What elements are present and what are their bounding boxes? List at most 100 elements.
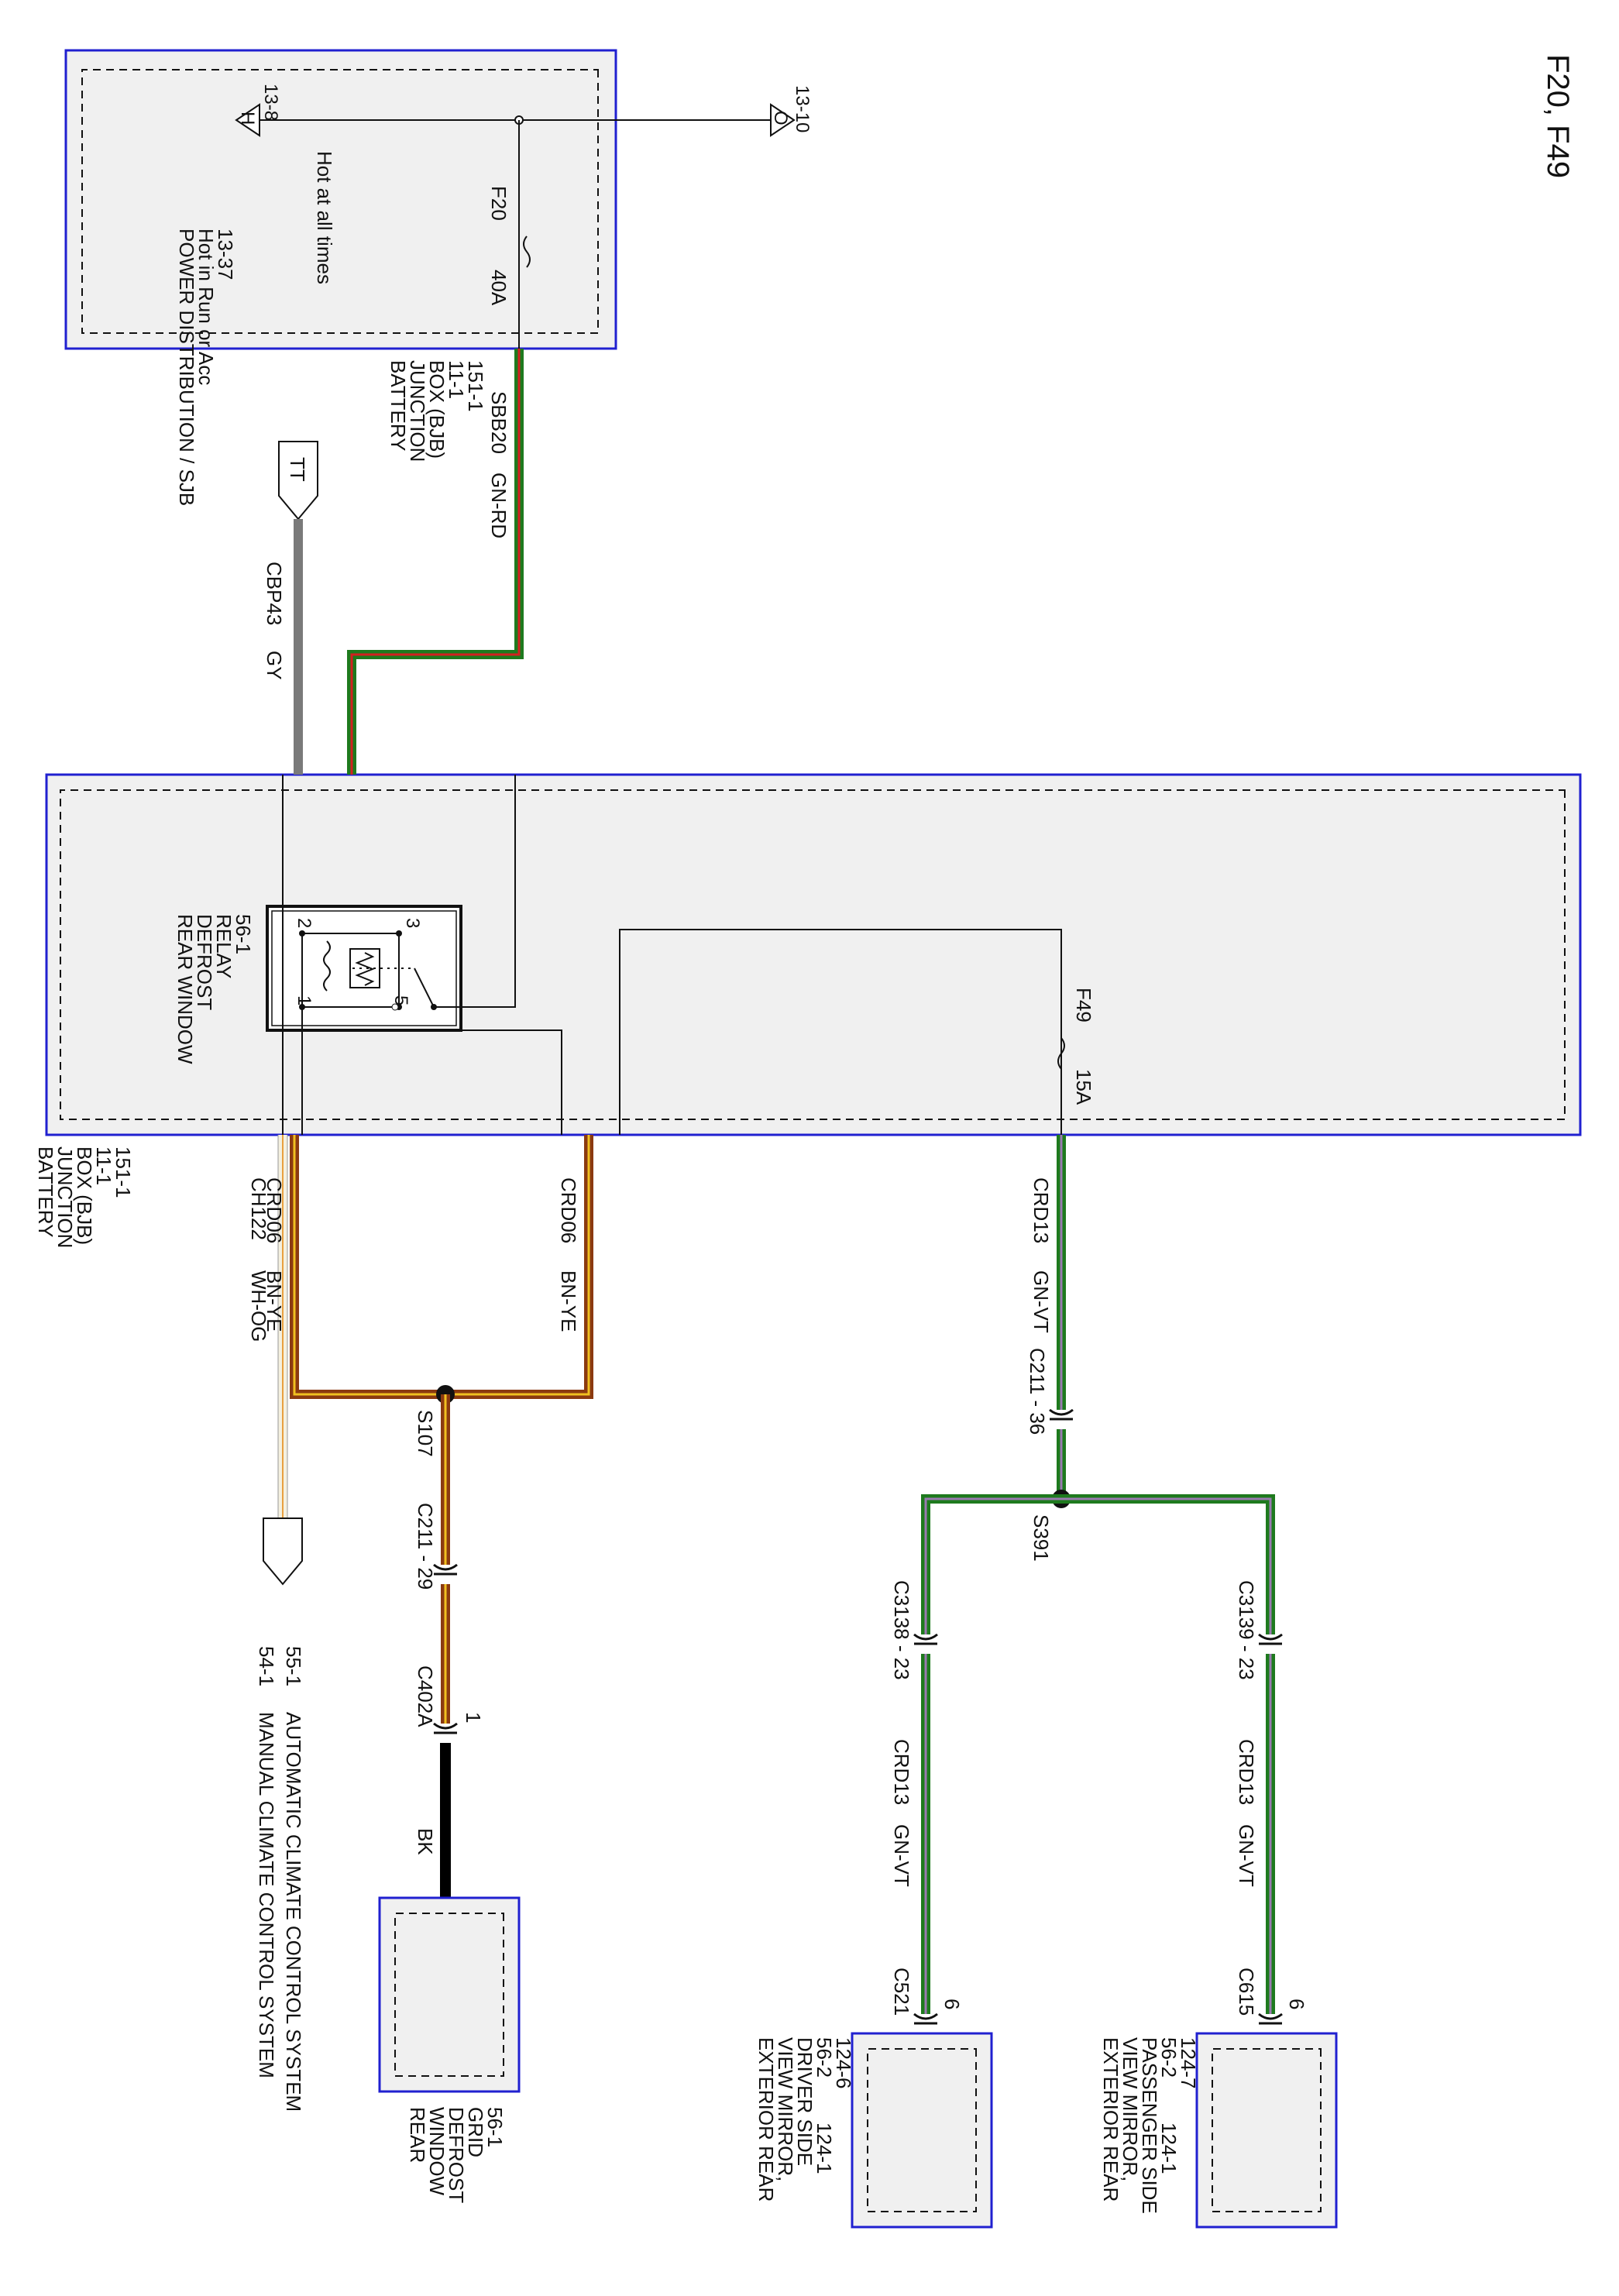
wire-crd06-a-color: BN-YE	[557, 1270, 580, 1332]
wire-sbb20-color: GN-RD	[487, 473, 510, 538]
svg-text:13-37: 13-37	[214, 229, 237, 280]
wire-crd13-driver-circuit: CRD13	[890, 1739, 913, 1805]
svg-text:56-2: 56-2	[1157, 2037, 1181, 2078]
conn-o-ref: 13-10	[792, 85, 813, 132]
svg-text:124-6: 124-6	[832, 2037, 855, 2089]
connector-c3139: C3139 - 23	[1235, 1580, 1258, 1680]
svg-text:REAR WINDOW: REAR WINDOW	[174, 914, 197, 1064]
exterior-mirror-passenger	[1195, 2032, 1338, 2229]
relay-pin-3: 3	[402, 918, 423, 928]
wire-crd06-b-circuit: CRD06	[263, 1177, 286, 1243]
svg-text:151-1: 151-1	[112, 1146, 135, 1198]
bjb-top-box: H 13-8 O 13-10 F20 40A Hot at all times	[64, 49, 813, 350]
connector-c211-29: C211 - 29	[414, 1503, 437, 1590]
climate-ref-b: 55-1	[282, 1646, 305, 1686]
wire-bk-color: BK	[414, 1828, 437, 1855]
svg-text:DEFROST: DEFROST	[445, 2107, 468, 2203]
relay-coil-icon	[323, 940, 331, 992]
rear-window-defrost-grid	[378, 1896, 521, 2093]
svg-text:JUNCTION: JUNCTION	[53, 1146, 77, 1248]
connector-c615-pin: 6	[1285, 1999, 1308, 2009]
fuse-f49-name: F49	[1072, 988, 1095, 1023]
fuse-f20-icon	[523, 235, 531, 268]
connector-c3138: C3138 - 23	[890, 1580, 913, 1680]
svg-text:124-1: 124-1	[813, 2122, 836, 2174]
svg-text:124-7: 124-7	[1177, 2037, 1200, 2089]
conn-h-letter: H	[237, 112, 258, 125]
connector-c615: C615	[1235, 1968, 1258, 2016]
relay-label: REAR WINDOW DEFROST RELAY 56-1	[174, 914, 255, 1064]
bjb-main-label: BATTERY JUNCTION BOX (BJB) 11-1 151-1	[34, 1146, 135, 1248]
power-distribution-label: POWER DISTRIBUTION / SJB Hot in Run or A…	[175, 229, 237, 506]
svg-text:JUNCTION: JUNCTION	[406, 360, 429, 462]
connector-c3138-icon	[913, 1633, 938, 1645]
connector-c211-36-icon	[1049, 1408, 1074, 1421]
svg-text:EXTERIOR REAR: EXTERIOR REAR	[755, 2037, 778, 2201]
hot-at-all-times: Hot at all times	[313, 151, 336, 284]
svg-text:VIEW MIRROR,: VIEW MIRROR,	[1119, 2037, 1142, 2181]
relay-pin-2: 2	[294, 918, 315, 928]
svg-text:11-1: 11-1	[445, 360, 468, 399]
svg-text:BATTERY: BATTERY	[34, 1146, 57, 1238]
svg-text:BOX (BJB): BOX (BJB)	[425, 360, 449, 459]
climate-text-b: AUTOMATIC CLIMATE CONTROL SYSTEM	[282, 1712, 305, 2112]
wire-crd06	[290, 1135, 593, 1399]
connector-c3139-icon	[1258, 1633, 1283, 1645]
wire-crd06-a-circuit: CRD06	[557, 1177, 580, 1243]
wire-ch122-circuit: CH122	[247, 1177, 270, 1240]
splice-s107: S107	[414, 1410, 437, 1457]
grid-label: REAR WINDOW DEFROST GRID 56-1	[406, 2107, 507, 2203]
rear-window-defrost-relay: 3 2 1 5	[266, 905, 462, 1032]
connector-c211-29-icon	[433, 1563, 458, 1576]
svg-text:DRIVER SIDE: DRIVER SIDE	[793, 2037, 816, 2166]
splice-s391: S391	[1029, 1514, 1053, 1562]
connector-c521-pin: 6	[940, 1999, 964, 2009]
fuse-f20-name: F20	[487, 186, 510, 221]
wire-crd13-driver-color: GN-VT	[890, 1824, 913, 1887]
connector-tt-letters: TT	[286, 457, 309, 482]
wire-crd13-pass-circuit: CRD13	[1235, 1739, 1258, 1805]
exterior-mirror-driver	[851, 2032, 993, 2229]
fuse-f49-rating: 15A	[1072, 1069, 1095, 1105]
svg-text:BATTERY: BATTERY	[387, 360, 410, 452]
wire-cbp43-circuit: CBP43	[263, 562, 286, 625]
svg-text:BOX (BJB): BOX (BJB)	[73, 1146, 96, 1245]
relay-pin-5: 5	[390, 995, 411, 1005]
svg-text:11-1: 11-1	[92, 1146, 115, 1185]
svg-text:REAR: REAR	[406, 2107, 429, 2163]
mirror-passenger-label: EXTERIOR REAR VIEW MIRROR, PASSENGER SID…	[1099, 2037, 1200, 2214]
svg-text:POWER DISTRIBUTION / SJB: POWER DISTRIBUTION / SJB	[175, 229, 198, 506]
connector-c211-36: C211 - 36	[1026, 1348, 1049, 1435]
svg-text:151-1: 151-1	[464, 360, 487, 412]
connector-tt-icon	[278, 441, 318, 521]
svg-text:56-1: 56-1	[483, 2107, 507, 2147]
conn-o-letter: O	[770, 111, 791, 125]
wire-sbb20-circuit: SBB20	[487, 391, 510, 454]
relay-coil-resistor-icon	[349, 948, 380, 988]
relay-pin-1: 1	[294, 995, 315, 1005]
connector-c402a-pin: 1	[462, 1712, 485, 1723]
fuse-f49-icon	[1057, 1037, 1065, 1070]
svg-text:DEFROST: DEFROST	[193, 914, 216, 1010]
page-title: F20, F49	[1541, 54, 1575, 178]
climate-connector-icon	[263, 1517, 303, 1586]
svg-text:Hot in Run or Acc: Hot in Run or Acc	[194, 229, 218, 385]
climate-ref-a: 54-1	[255, 1646, 278, 1686]
bjb-main-box	[45, 773, 1582, 1136]
relay-switch-icon	[414, 968, 435, 1008]
svg-text:EXTERIOR REAR: EXTERIOR REAR	[1099, 2037, 1122, 2201]
svg-text:56-2: 56-2	[813, 2037, 836, 2078]
connector-c521-icon	[913, 2012, 938, 2025]
connector-c615-icon	[1258, 2012, 1283, 2025]
svg-text:GRID: GRID	[464, 2107, 487, 2157]
connector-c402a-icon	[433, 1722, 458, 1734]
mirror-driver-label: EXTERIOR REAR VIEW MIRROR, DRIVER SIDE 5…	[755, 2037, 855, 2201]
svg-text:56-1: 56-1	[232, 914, 255, 954]
svg-text:RELAY: RELAY	[212, 914, 235, 978]
wire-cbp43-color: GY	[263, 651, 286, 680]
svg-text:WINDOW: WINDOW	[425, 2107, 449, 2196]
wire-crd13-pass-color: GN-VT	[1235, 1824, 1258, 1887]
connector-c521: C521	[890, 1968, 913, 2016]
connector-c402a: C402A	[414, 1665, 437, 1727]
